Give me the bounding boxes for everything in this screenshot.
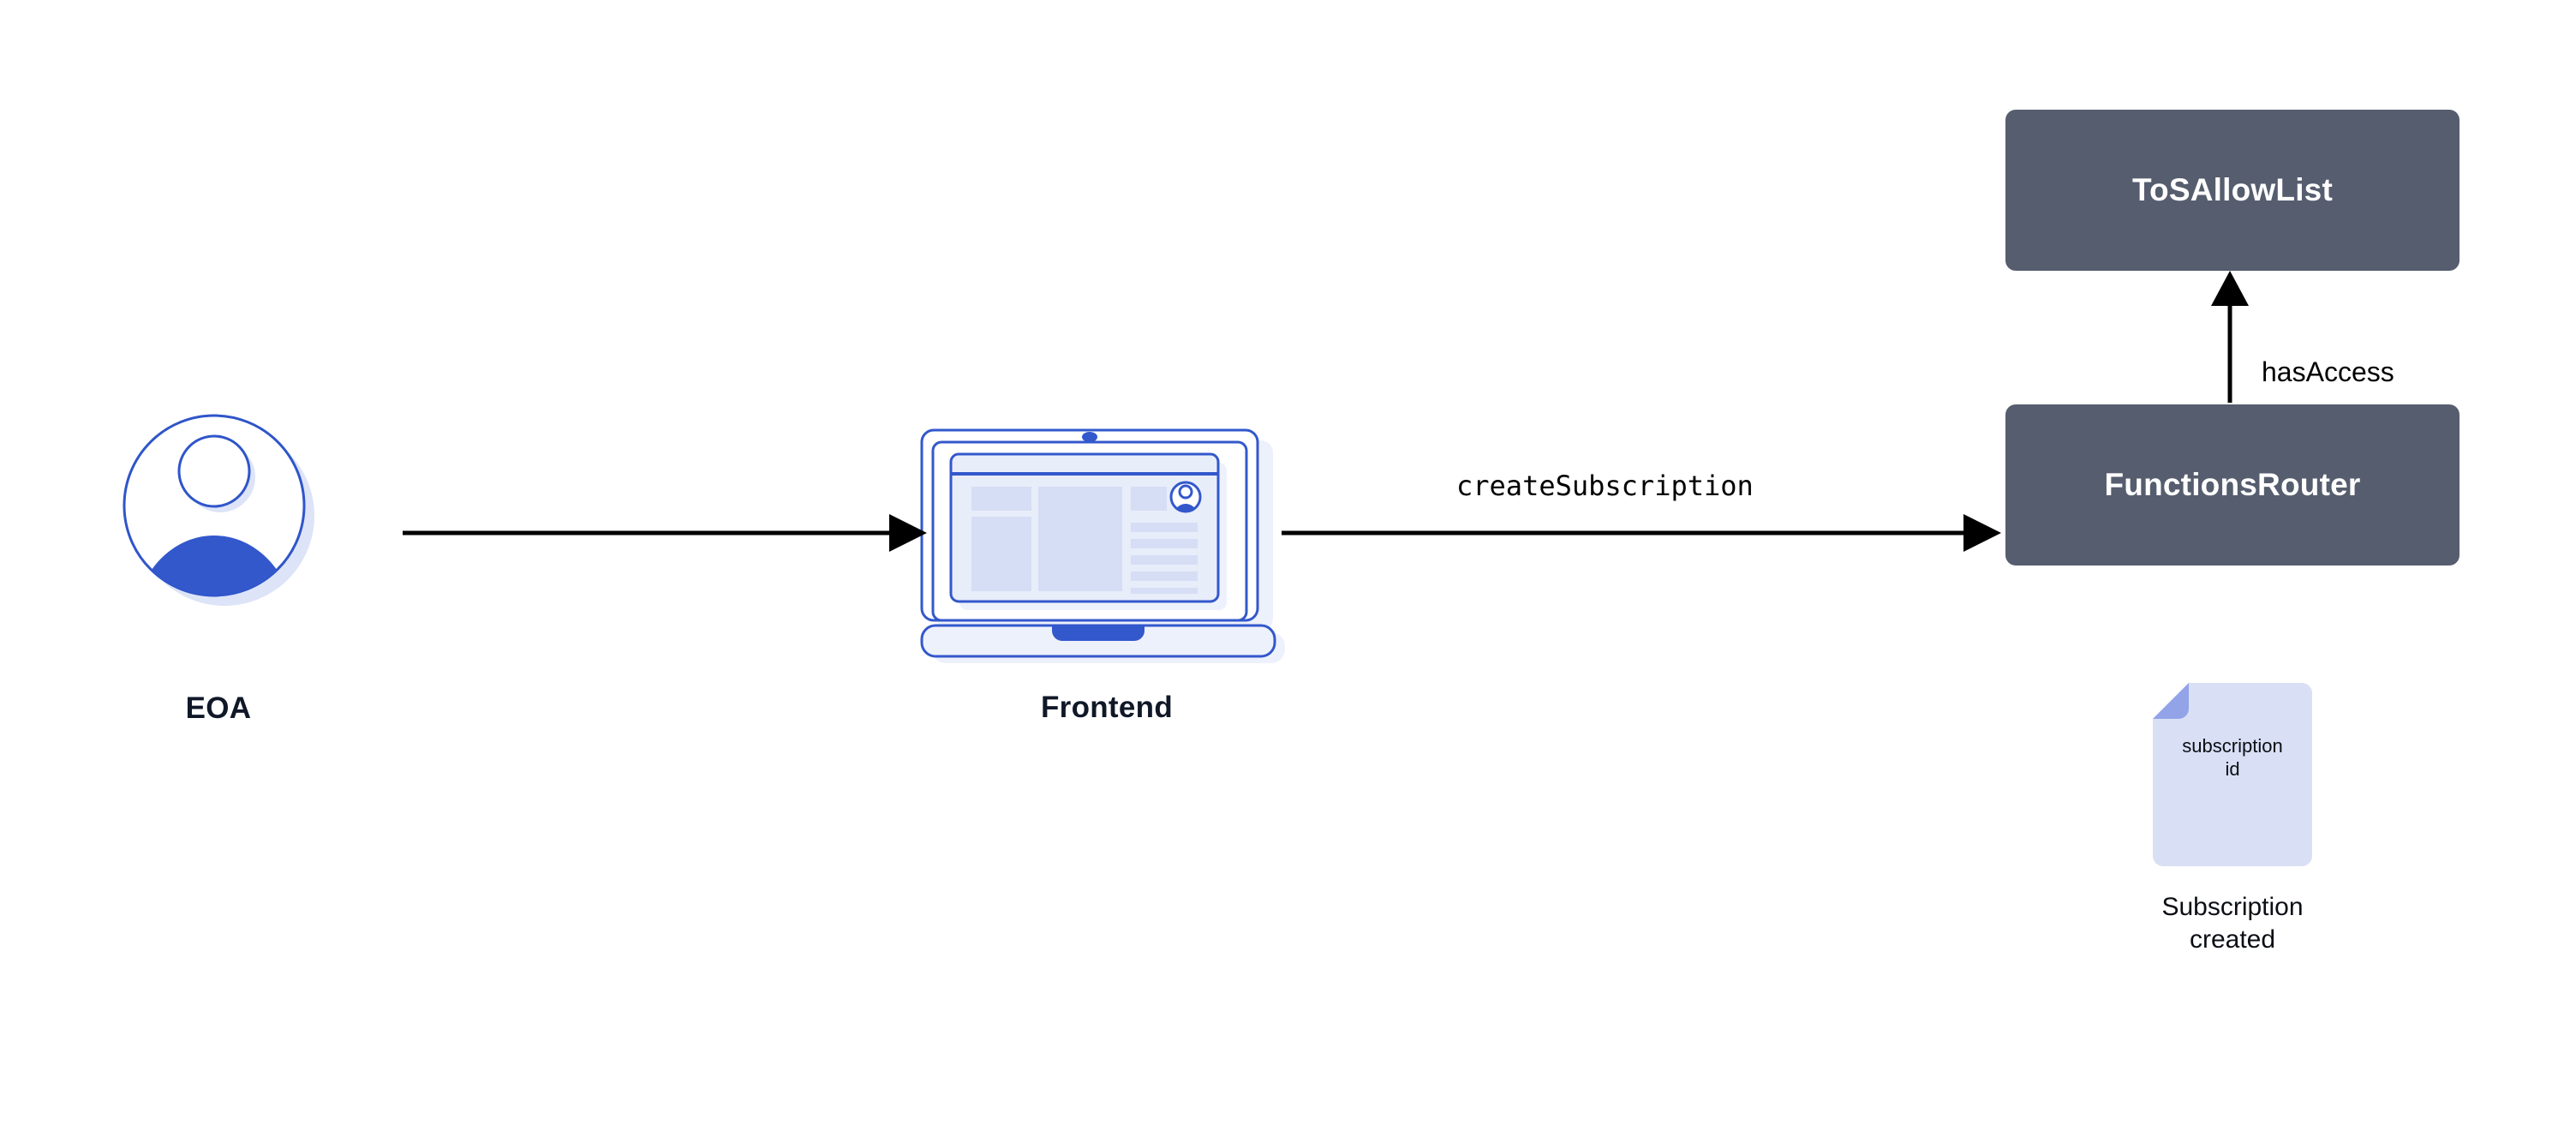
edge-label-create-subscription: createSubscription (1456, 470, 1754, 502)
edge-eoa-to-frontend (403, 514, 927, 552)
document-caption: Subscription created (2161, 893, 2304, 954)
edge-frontend-to-functions-router (1282, 514, 2001, 552)
node-tos-allowlist[interactable]: ToSAllowList (2005, 110, 2459, 271)
node-functions-router-label: FunctionsRouter (2104, 467, 2361, 502)
node-subscription-document[interactable]: subscription id Subscription created (2151, 681, 2314, 955)
laptop-icon (918, 427, 1295, 671)
user-avatar-icon (120, 411, 317, 608)
node-frontend[interactable]: Frontend (918, 427, 1295, 769)
edge-label-has-access: hasAccess (2262, 356, 2394, 387)
node-tos-allowlist-label: ToSAllowList (2132, 172, 2333, 207)
edge-functions-router-to-tos-allowlist (2211, 271, 2249, 403)
document-icon (2151, 681, 2314, 868)
node-eoa-label: EOA (185, 691, 252, 725)
node-frontend-label: Frontend (1040, 691, 1174, 724)
document-inner-label: subscription id (2182, 735, 2283, 780)
node-eoa[interactable]: EOA (120, 411, 377, 754)
node-functions-router[interactable]: FunctionsRouter (2005, 404, 2459, 566)
